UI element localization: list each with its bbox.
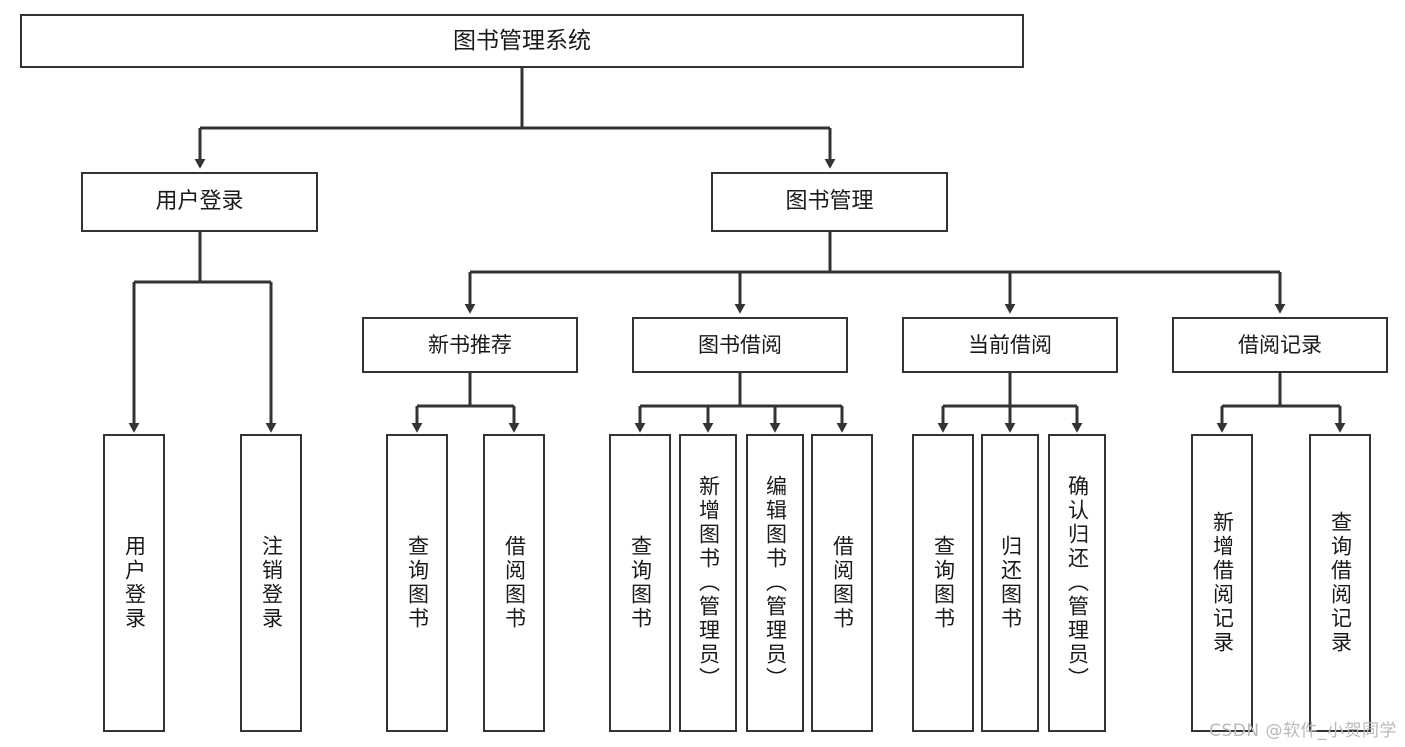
node-new-book-recommend[interactable]: 新书推荐 <box>362 317 578 373</box>
node-book-management[interactable]: 图书管理 <box>711 172 948 232</box>
node-book-borrow[interactable]: 图书借阅 <box>632 317 848 373</box>
node-label: 用户登录 <box>155 189 244 215</box>
leaf-record-query-record[interactable]: 查询借阅记录 <box>1309 434 1371 732</box>
node-label: 借阅图书 <box>502 535 527 631</box>
node-label: 查询图书 <box>931 535 956 631</box>
node-label: 借阅图书 <box>830 535 855 631</box>
node-label: 当前借阅 <box>968 332 1052 357</box>
leaf-borrow-add-book-admin[interactable]: 新增图书（管理员） <box>679 434 737 732</box>
leaf-borrow-edit-book-admin[interactable]: 编辑图书（管理员） <box>746 434 804 732</box>
watermark-text: CSDN @软件_小贺同学 <box>1209 721 1397 741</box>
node-user-login[interactable]: 用户登录 <box>81 172 318 232</box>
node-label: 注销登录 <box>259 535 284 631</box>
leaf-borrow-borrow-book[interactable]: 借阅图书 <box>811 434 873 732</box>
node-borrow-record[interactable]: 借阅记录 <box>1172 317 1388 373</box>
node-label: 查询借阅记录 <box>1328 511 1353 655</box>
node-root-system[interactable]: 图书管理系统 <box>20 14 1024 68</box>
node-label: 确认归还（管理员） <box>1065 475 1090 691</box>
leaf-user-login-login[interactable]: 用户登录 <box>103 434 165 732</box>
leaf-current-confirm-return-admin[interactable]: 确认归还（管理员） <box>1048 434 1106 732</box>
node-label: 用户登录 <box>122 535 147 631</box>
leaf-user-login-logout[interactable]: 注销登录 <box>240 434 302 732</box>
node-label: 新书推荐 <box>428 332 512 357</box>
node-label: 图书管理 <box>785 189 874 215</box>
leaf-current-query-book[interactable]: 查询图书 <box>912 434 974 732</box>
node-label: 图书管理系统 <box>453 27 591 54</box>
leaf-new-book-borrow[interactable]: 借阅图书 <box>483 434 545 732</box>
leaf-borrow-query-book[interactable]: 查询图书 <box>609 434 671 732</box>
node-label: 编辑图书（管理员） <box>763 475 788 691</box>
node-label: 新增图书（管理员） <box>696 475 721 691</box>
node-label: 归还图书 <box>998 535 1023 631</box>
leaf-new-book-query[interactable]: 查询图书 <box>386 434 448 732</box>
node-label: 查询图书 <box>628 535 653 631</box>
node-current-borrow[interactable]: 当前借阅 <box>902 317 1118 373</box>
node-label: 新增借阅记录 <box>1210 511 1235 655</box>
leaf-current-return-book[interactable]: 归还图书 <box>981 434 1039 732</box>
node-label: 查询图书 <box>405 535 430 631</box>
leaf-record-add-record[interactable]: 新增借阅记录 <box>1191 434 1253 732</box>
node-label: 借阅记录 <box>1238 332 1322 357</box>
node-label: 图书借阅 <box>698 332 782 357</box>
